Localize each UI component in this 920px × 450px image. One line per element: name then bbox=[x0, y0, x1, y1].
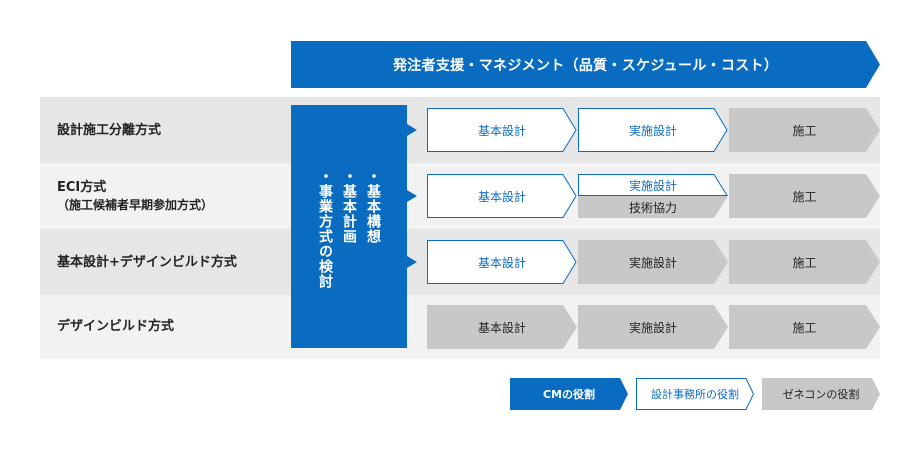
stage-detail-design-designer: 実施設計 bbox=[578, 108, 728, 152]
stage-label: 実施設計 bbox=[628, 320, 677, 335]
stage-label: 施工 bbox=[792, 255, 817, 270]
flow-arrow-icon bbox=[407, 124, 417, 136]
stage-label: 基本設計 bbox=[477, 320, 526, 335]
stage-construction-contractor: 施工 bbox=[729, 108, 880, 152]
stage-label: 施工 bbox=[792, 320, 817, 335]
stage-construction-contractor: 施工 bbox=[729, 174, 880, 218]
legend-label: CMの役割 bbox=[542, 388, 596, 401]
cm-item-basic-concept: ・基本構想 bbox=[365, 169, 381, 244]
row-label-text: ECI方式 bbox=[57, 180, 107, 195]
stage-label: 実施設計 bbox=[628, 178, 677, 193]
cm-management-banner: 発注者支援・マネジメント（品質・スケジュール・コスト） bbox=[291, 41, 880, 88]
stage-basic-design-designer: 基本設計 bbox=[427, 174, 577, 218]
stage-construction-contractor: 施工 bbox=[729, 240, 880, 284]
flow-arrow-icon bbox=[407, 256, 417, 268]
row-label-text: デザインビルド方式 bbox=[57, 319, 175, 334]
stage-label: 基本設計 bbox=[477, 123, 526, 138]
row-label-db: デザインビルド方式 bbox=[57, 319, 174, 335]
stage-label: 施工 bbox=[792, 123, 817, 138]
row-label-separated: 設計施工分離方式 bbox=[57, 123, 161, 139]
stage-detail-design-contractor: 実施設計 bbox=[578, 305, 728, 349]
banner-label: 発注者支援・マネジメント（品質・スケジュール・コスト） bbox=[392, 57, 779, 74]
stage-basic-design-designer: 基本設計 bbox=[427, 108, 577, 152]
stage-tech-cooperation-contractor: 技術協力 bbox=[578, 196, 728, 218]
stage-detail-design-contractor: 実施設計 bbox=[578, 240, 728, 284]
row-label-eci: ECI方式 （施工候補者早期参加方式） bbox=[57, 180, 213, 213]
row-label-text: 基本設計+デザインビルド方式 bbox=[57, 255, 237, 270]
row-label-basic-db: 基本設計+デザインビルド方式 bbox=[57, 255, 237, 271]
stage-label: 基本設計 bbox=[477, 189, 526, 204]
stage-basic-design-contractor: 基本設計 bbox=[427, 305, 577, 349]
legend-label: 設計事務所の役割 bbox=[651, 388, 739, 401]
stage-label: 基本設計 bbox=[477, 255, 526, 270]
stage-label: 実施設計 bbox=[628, 255, 677, 270]
stage-detail-design-designer: 実施設計 bbox=[578, 174, 728, 196]
legend-cm-role: CMの役割 bbox=[510, 378, 628, 410]
flow-arrow-icon bbox=[407, 190, 417, 202]
stage-basic-design-designer: 基本設計 bbox=[427, 240, 577, 284]
stage-label: 技術協力 bbox=[628, 200, 677, 215]
row-label-text: 設計施工分離方式 bbox=[57, 123, 162, 138]
legend-contractor-role: ゼネコンの役割 bbox=[762, 378, 880, 410]
cm-item-business-method: ・事業方式の検討 bbox=[317, 169, 333, 289]
legend-designer-role: 設計事務所の役割 bbox=[636, 378, 754, 410]
stage-label: 実施設計 bbox=[628, 123, 677, 138]
stage-construction-contractor: 施工 bbox=[729, 305, 880, 349]
legend-label: ゼネコンの役割 bbox=[782, 388, 860, 401]
cm-item-basic-plan: ・基本計画 bbox=[341, 169, 357, 244]
stage-label: 施工 bbox=[792, 189, 817, 204]
cm-planning-column: ・事業方式の検討 ・基本計画 ・基本構想 bbox=[291, 105, 407, 348]
row-sublabel-text: （施工候補者早期参加方式） bbox=[57, 198, 214, 212]
